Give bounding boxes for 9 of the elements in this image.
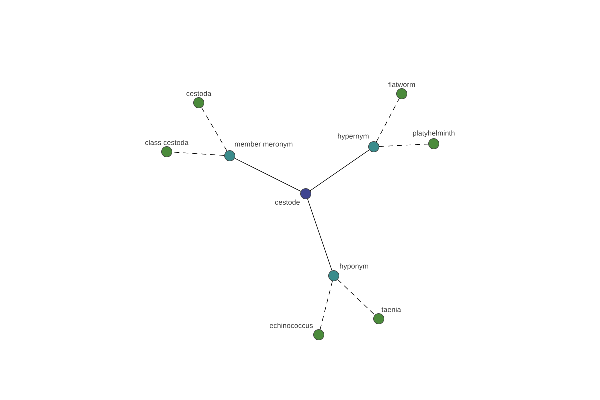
dashed-line	[379, 144, 429, 148]
dashed-line	[376, 98, 400, 142]
line	[310, 150, 370, 192]
dashed-line	[338, 280, 376, 316]
line	[307, 198, 333, 272]
dashed-line	[201, 107, 228, 152]
line	[234, 158, 302, 192]
dashed-line	[320, 281, 333, 330]
dashed-line	[172, 152, 225, 156]
